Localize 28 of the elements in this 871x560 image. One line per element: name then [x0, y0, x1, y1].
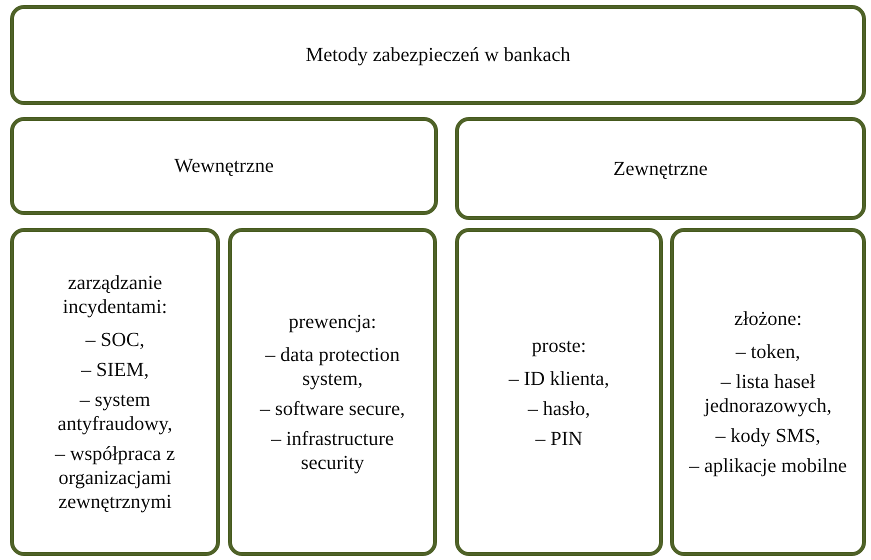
method-box: [10, 228, 220, 556]
list-item: – współpraca z organizacjami zewnętrznymi: [54, 442, 176, 514]
list-item: – infrastructure security: [270, 426, 395, 474]
list-item: – hasło,: [528, 396, 590, 420]
method-box: [670, 228, 866, 556]
box-heading: proste:: [532, 334, 586, 358]
list-item: – aplikacje mobilne: [689, 454, 847, 478]
list-item: – kody SMS,: [715, 424, 821, 448]
box-heading: zarządzanie incydentami:: [62, 270, 168, 318]
box-heading: prewencja:: [288, 310, 376, 334]
box-label: Metody zabezpieczeń w bankach: [306, 43, 570, 67]
category-box: [10, 117, 438, 215]
method-box: [455, 228, 663, 556]
list-item: – data protection system,: [264, 342, 401, 390]
method-box: [228, 228, 437, 556]
list-item: – ID klienta,: [508, 366, 610, 390]
box-label: Wewnętrzne: [174, 154, 274, 178]
category-box: [455, 117, 866, 220]
list-item: – SIEM,: [81, 358, 149, 382]
box-label: Zewnętrzne: [613, 156, 708, 180]
list-item: – system antyfraudowy,: [56, 388, 174, 436]
list-item: – lista haseł jednorazowych,: [702, 370, 833, 418]
box-heading: złożone:: [734, 306, 802, 330]
list-item: – token,: [736, 340, 800, 364]
list-item: – SOC,: [86, 328, 144, 352]
list-item: – PIN: [535, 426, 583, 450]
title-box: [10, 5, 866, 105]
list-item: – software secure,: [260, 396, 405, 420]
